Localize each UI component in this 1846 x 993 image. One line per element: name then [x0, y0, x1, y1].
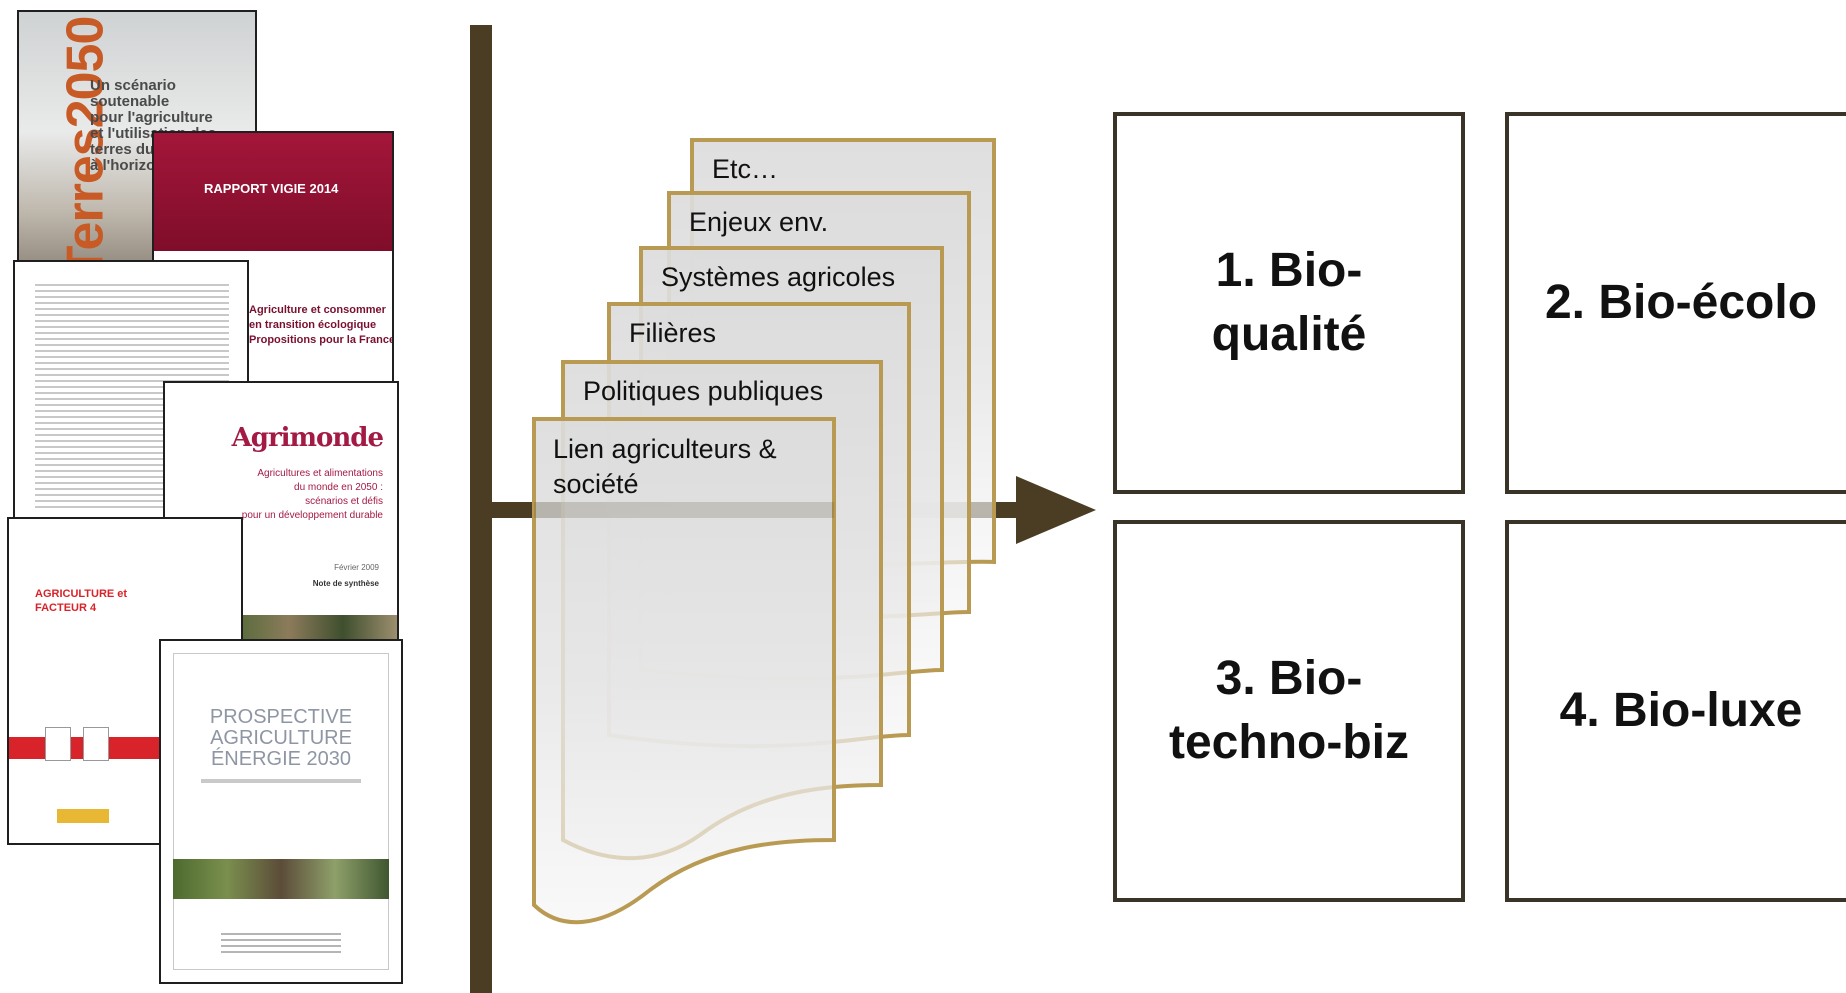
cover-title-vigie: RAPPORT VIGIE 2014 [204, 181, 339, 196]
partner-logo-icon [57, 809, 109, 823]
scenario-label-1: 1. Bio-qualité [1211, 244, 1367, 361]
cover-title-agrimonde: Agrimonde [231, 423, 384, 453]
cover-photo-strip [173, 859, 389, 899]
scenario-box-2: 2. Bio-écolo [1505, 112, 1846, 494]
cover-text-lines [221, 933, 341, 953]
cover-date-agrimonde: Février 2009 [334, 563, 379, 572]
marianne-logo-icon [83, 727, 109, 761]
theme-label-filieres: Filières [629, 318, 716, 348]
cover-note-agrimonde: Note de synthèse [312, 579, 379, 588]
cover-red-band [154, 133, 392, 251]
scenario-box-4: 4. Bio-luxe [1505, 520, 1846, 902]
cover-photo-strip [235, 615, 397, 641]
cover-title-energie: PROSPECTIVE AGRICULTURE ÉNERGIE 2030 [209, 706, 353, 770]
cover-subtitle-agrimonde: Agricultures et alimentations du monde e… [241, 468, 383, 521]
cover-subtitle-vigie: Agriculture et consommer en transition é… [249, 304, 394, 346]
theme-label-societe: société [553, 469, 639, 499]
vertical-axis-bar [470, 25, 492, 993]
scenario-label-3: 3. Bio-techno-biz [1169, 652, 1409, 769]
cover-caption-line [201, 779, 361, 783]
arrow-shaft-behind-sheet [534, 502, 834, 518]
scenario-box-3: 3. Bio-techno-biz [1113, 520, 1465, 902]
theme-label-enjeux-env: Enjeux env. [689, 207, 828, 237]
scenario-label-2: 2. Bio-écolo [1544, 276, 1818, 329]
scenario-box-1: 1. Bio-qualité [1113, 112, 1465, 494]
report-cover-prospective-energie-2030: PROSPECTIVE AGRICULTURE ÉNERGIE 2030 [159, 639, 403, 984]
cover-frame [173, 653, 389, 970]
theme-label-lien-agriculteurs: Lien agriculteurs & [553, 434, 777, 464]
theme-label-etc: Etc… [712, 154, 778, 184]
theme-sheet-lien-agriculteurs-societe: Lien agriculteurs & société [532, 417, 836, 925]
cover-title-facteur: AGRICULTURE et FACTEUR 4 [35, 588, 128, 614]
scenario-label-4: 4. Bio-luxe [1559, 684, 1803, 737]
arrow-head-icon [1016, 476, 1096, 544]
marianne-logo-icon [45, 727, 71, 761]
theme-label-politiques-publiques: Politiques publiques [583, 376, 823, 406]
theme-label-systemes-agricoles: Systèmes agricoles [661, 262, 895, 292]
